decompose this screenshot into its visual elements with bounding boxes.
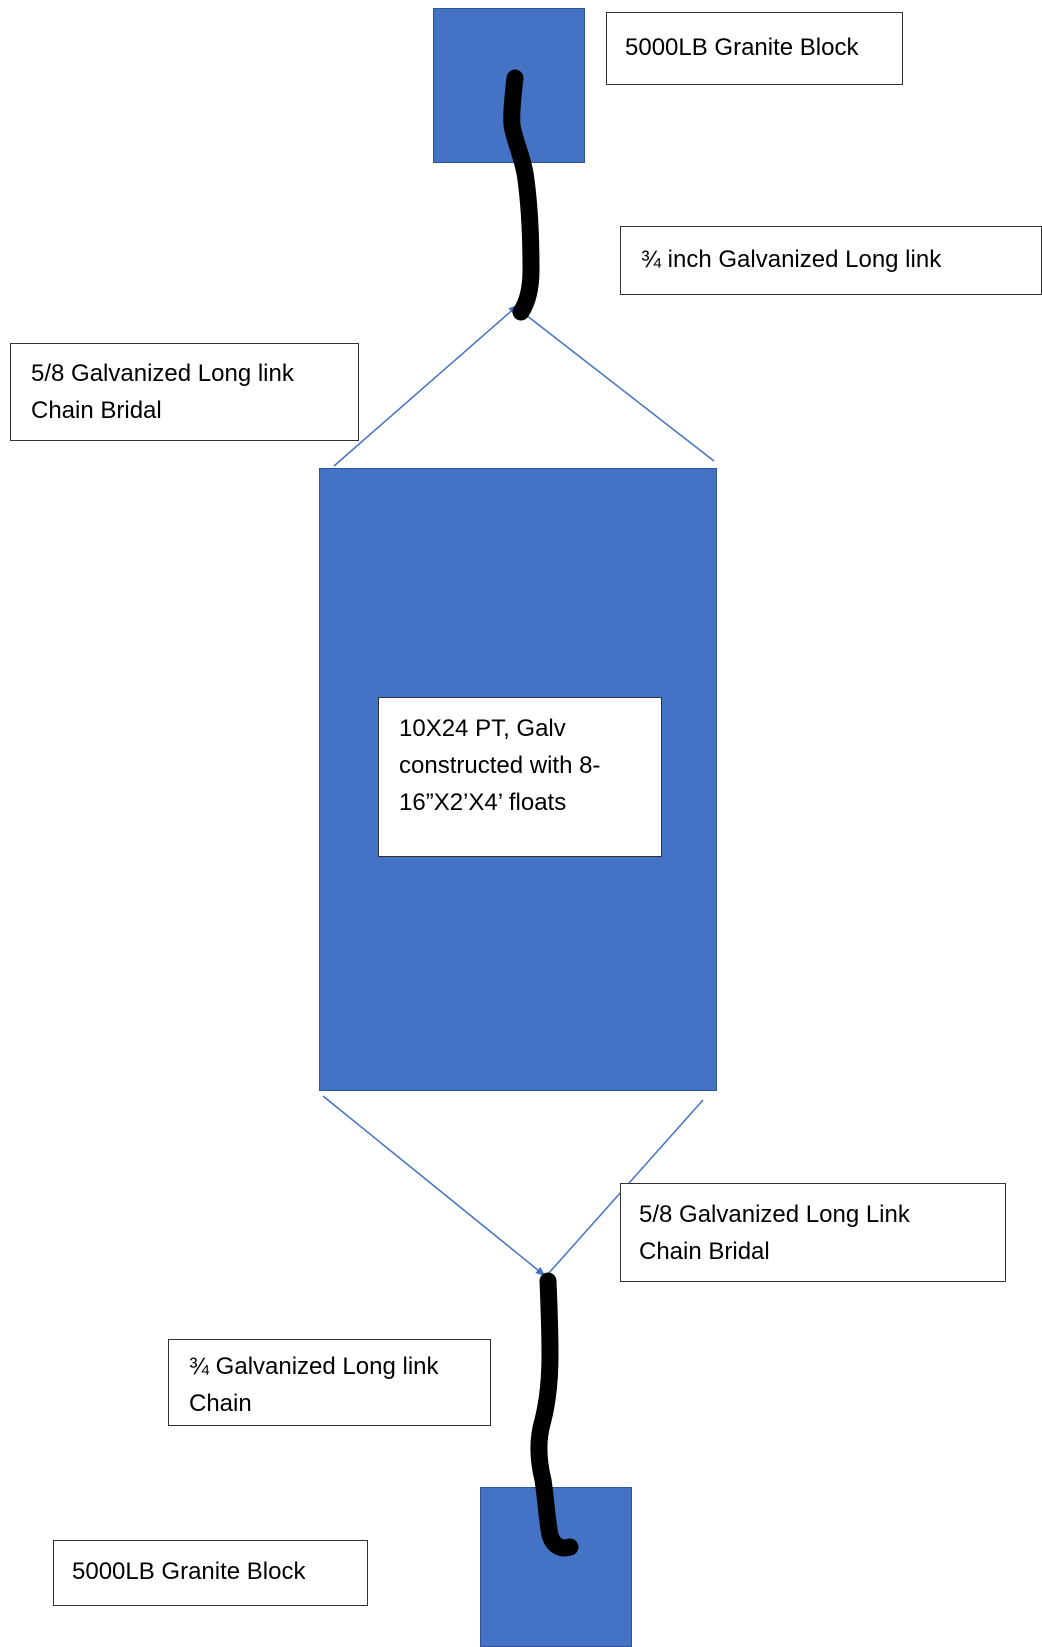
- bottom-chain-label: ¾ Galvanized Long link Chain: [168, 1339, 491, 1426]
- top-chain: [503, 69, 540, 321]
- bottom-bridle-left-leg: [322, 1095, 546, 1277]
- bottom-chain: [530, 1272, 579, 1557]
- top-bridle-right-leg: [525, 314, 715, 462]
- top-block-label: 5000LB Granite Block: [606, 12, 903, 85]
- bottom-block-label: 5000LB Granite Block: [53, 1540, 368, 1606]
- top-bridle-label: 5/8 Galvanized Long link Chain Bridal: [10, 343, 359, 441]
- bottom-bridle-label: 5/8 Galvanized Long Link Chain Bridal: [620, 1183, 1006, 1282]
- float-label: 10X24 PT, Galv constructed with 8- 16”X2…: [378, 697, 662, 857]
- top-bridle-left-leg: [333, 304, 519, 467]
- top-chain-label: ¾ inch Galvanized Long link: [620, 226, 1042, 295]
